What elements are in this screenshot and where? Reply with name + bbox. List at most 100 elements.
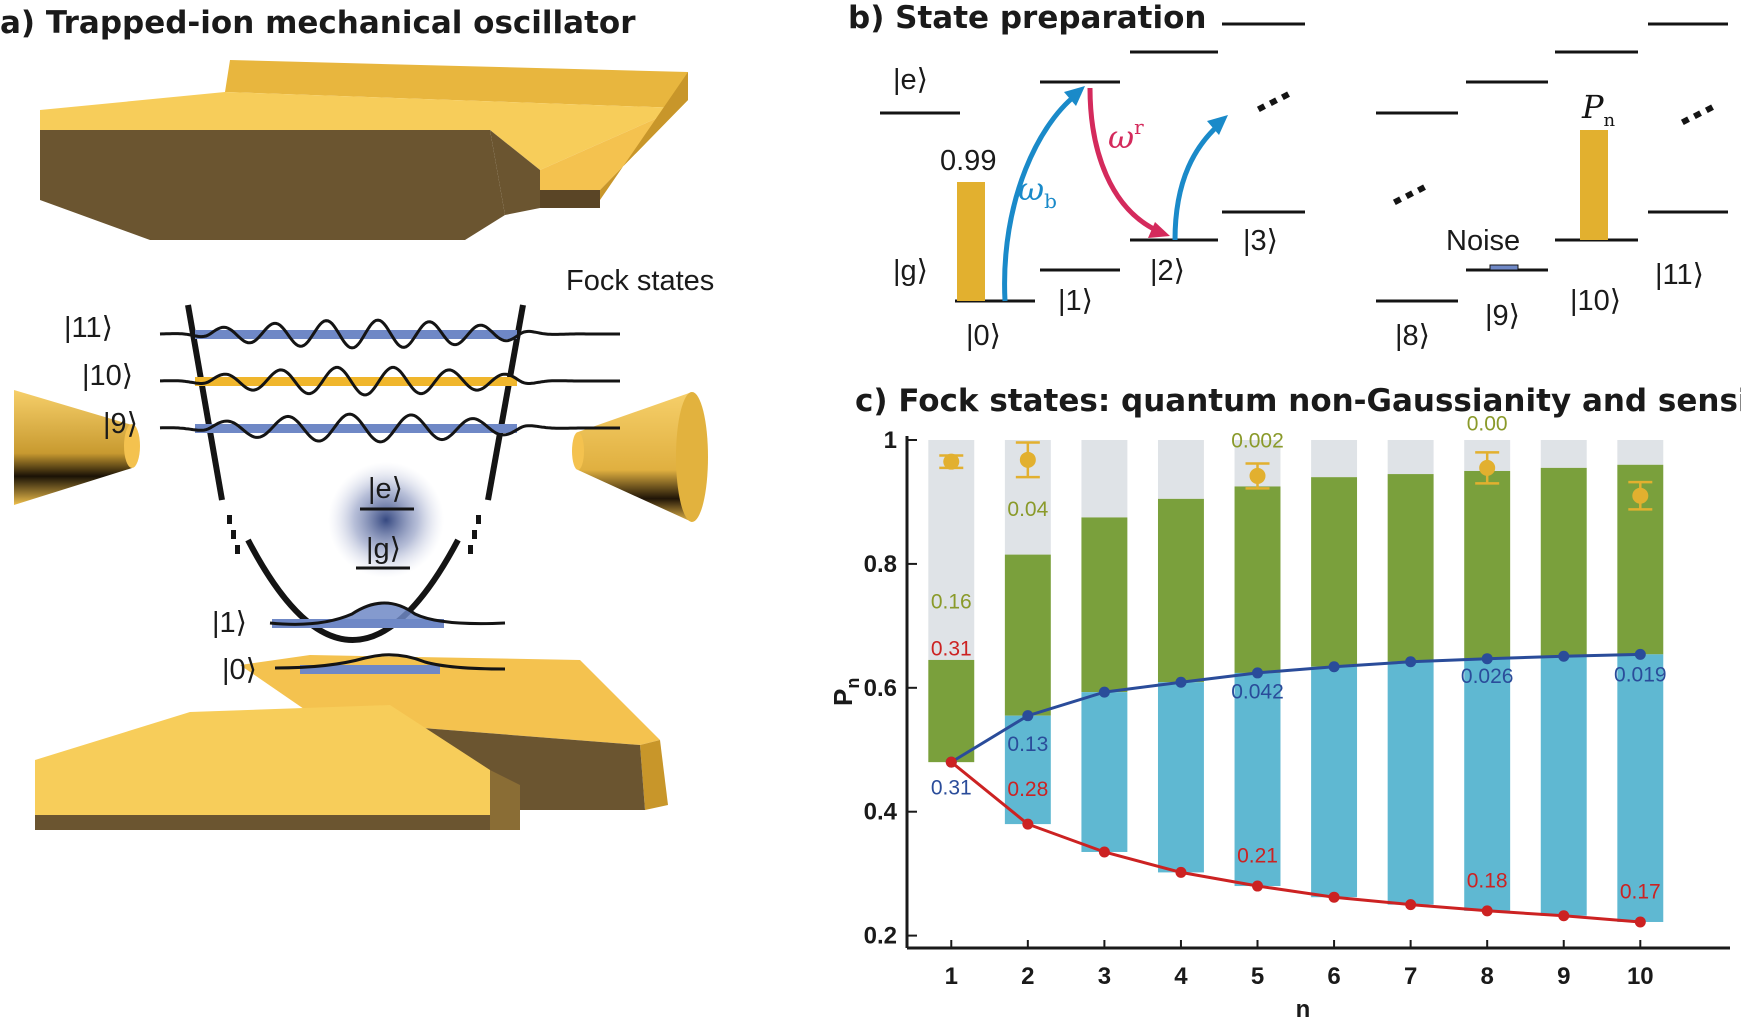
left-laser-cone	[14, 390, 140, 505]
series-line-0	[950, 652, 1641, 764]
ket-9-label: |9⟩	[103, 408, 138, 440]
bar-gray-3	[1081, 440, 1128, 518]
fock-level-11	[159, 318, 620, 350]
bar-blue-10	[1617, 654, 1664, 922]
experiment-point-8	[1479, 459, 1496, 476]
series-point	[1405, 656, 1417, 668]
bar-gray-1	[928, 440, 975, 660]
noise-bar	[1489, 264, 1519, 271]
series-point	[1481, 905, 1493, 917]
x-tick-label: 1	[945, 963, 958, 990]
y-tick-label: 0.6	[864, 675, 897, 702]
series-point	[1022, 818, 1034, 830]
bar-blue-8	[1464, 658, 1511, 911]
bar-gray-6	[1311, 440, 1358, 478]
ket-b-0: |0⟩	[966, 320, 1001, 352]
bar-blue-2	[1004, 715, 1051, 825]
series-point	[1558, 910, 1570, 922]
data-label: 0.042	[1231, 680, 1284, 703]
ground-population-bar	[957, 182, 985, 301]
panel-c: c) Fock states: quantum non-Gaussianity …	[828, 383, 1741, 1017]
omega-r-label: ωr	[1108, 115, 1144, 156]
series-point	[1252, 880, 1264, 892]
bar-blue-7	[1387, 661, 1434, 905]
dots-ellipsis	[1256, 91, 1714, 206]
y-tick-label: 1	[884, 427, 897, 454]
panel-a: a) Trapped-ion mechanical oscillator	[0, 5, 714, 830]
data-label: 0.04	[1007, 498, 1048, 521]
data-label: 0.18	[1467, 869, 1508, 892]
series-point	[1022, 710, 1034, 722]
x-tick-label: 2	[1021, 963, 1034, 990]
data-label: 0.026	[1461, 665, 1514, 688]
bottom-electrode	[35, 655, 668, 830]
bar-blue-9	[1540, 656, 1587, 916]
series-point	[1328, 891, 1340, 903]
series-point	[1175, 676, 1187, 688]
omega-b-label: ωb	[1018, 170, 1057, 213]
experiment-point-5	[1249, 467, 1266, 484]
red-sideband-arrow	[1087, 87, 1162, 235]
ion-e-label: |e⟩	[368, 473, 403, 505]
ket-b-8: |8⟩	[1395, 320, 1430, 352]
experiment-point-2	[1019, 451, 1036, 468]
ket-0-label: |0⟩	[222, 654, 257, 686]
series-point	[1481, 653, 1493, 665]
bar-green-1	[928, 659, 975, 763]
series-point	[1558, 650, 1570, 662]
noise-label: Noise	[1446, 225, 1520, 257]
bar-gray-7	[1387, 440, 1434, 475]
arrow-head-blue-1	[1064, 86, 1085, 106]
fock-level-0	[274, 653, 506, 674]
ket-11-label: |11⟩	[64, 312, 113, 344]
ion-g-label: |g⟩	[366, 533, 401, 565]
ket-b-3: |3⟩	[1243, 225, 1278, 257]
arrow-head-blue-2	[1207, 115, 1228, 135]
series-point	[1252, 667, 1264, 679]
ket-b-1: |1⟩	[1058, 285, 1093, 317]
x-tick-label: 7	[1404, 963, 1417, 990]
y-tick-label: 0.4	[864, 799, 898, 826]
data-label: 0.31	[931, 776, 972, 799]
data-label: 0.16	[931, 591, 972, 614]
data-label: 0.17	[1620, 880, 1661, 903]
bar-gray-9	[1540, 440, 1587, 468]
ket-b-2: |2⟩	[1150, 255, 1185, 287]
x-tick-label: 3	[1098, 963, 1111, 990]
series-point	[1175, 866, 1187, 878]
ket-b-10: |10⟩	[1570, 285, 1621, 317]
series-point	[1328, 661, 1340, 673]
series-point	[1098, 686, 1110, 698]
data-label: 0.002	[1231, 429, 1284, 452]
bar-gray-10	[1617, 440, 1664, 465]
fock-level-1	[269, 601, 506, 628]
top-electrode	[40, 60, 688, 240]
trapped-ion: |e⟩ |g⟩	[328, 462, 444, 578]
panel-a-title: a) Trapped-ion mechanical oscillator	[0, 5, 636, 41]
x-tick-label: 9	[1557, 963, 1570, 990]
series-line-1	[950, 760, 1641, 924]
fock-level-9	[159, 412, 620, 444]
panel-b-title: b) State preparation	[848, 0, 1206, 36]
ground-pop-value: 0.99	[940, 145, 996, 177]
target-population-bar	[1580, 130, 1608, 240]
g-state-label: |g⟩	[893, 255, 928, 287]
ket-b-11: |11⟩	[1655, 259, 1704, 291]
well-ellipsis	[227, 515, 481, 554]
data-label: 0.13	[1007, 733, 1048, 756]
bar-blue-5	[1234, 672, 1281, 887]
panel-b: b) State preparation	[848, 0, 1728, 352]
fock-states-label: Fock states	[566, 265, 714, 297]
bar-green-8	[1464, 470, 1511, 659]
y-tick-label: 0.2	[864, 923, 897, 950]
experiment-point-10	[1632, 487, 1649, 504]
series-point	[1634, 916, 1646, 928]
bar-green-9	[1540, 467, 1587, 657]
bar-blue-3	[1081, 692, 1128, 852]
bar-green-7	[1387, 474, 1434, 662]
bar-green-2	[1004, 554, 1051, 716]
y-tick-label: 0.8	[864, 551, 897, 578]
ket-1-label: |1⟩	[212, 607, 247, 639]
fock-level-10	[160, 365, 620, 397]
